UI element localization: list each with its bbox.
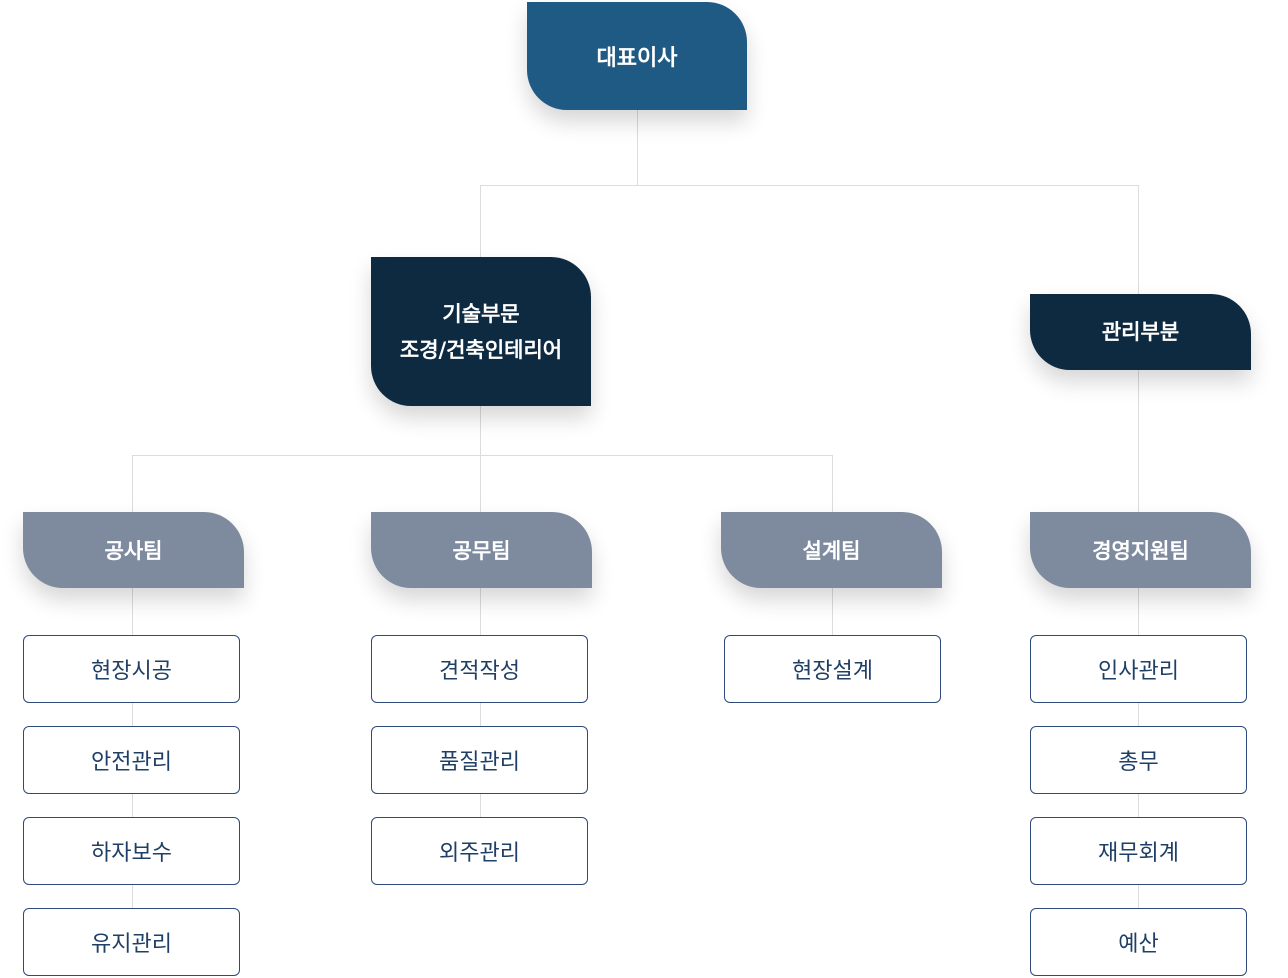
admin-division-label: 관리부분 — [1101, 320, 1180, 344]
task-label: 유지관리 — [91, 932, 172, 957]
ceo-label: 대표이사 — [596, 46, 678, 71]
task-box: 품질관리 — [371, 726, 588, 794]
task-box: 외주관리 — [371, 817, 588, 885]
task-box: 예산 — [1030, 908, 1247, 976]
task-box: 하자보수 — [23, 817, 240, 885]
task-box: 안전관리 — [23, 726, 240, 794]
task-box: 유지관리 — [23, 908, 240, 976]
connector-to-design — [832, 455, 833, 512]
construction-team-node: 공사팀 — [23, 512, 244, 588]
task-label: 하자보수 — [91, 841, 172, 866]
connector-to-affairs — [480, 455, 481, 512]
connector-division-bar — [480, 185, 1139, 186]
task-box: 재무회계 — [1030, 817, 1247, 885]
connector-team-bar — [132, 455, 833, 456]
task-label: 현장시공 — [91, 659, 172, 684]
connector-to-construction — [132, 455, 133, 512]
tech-division-title: 기술부문 — [442, 301, 520, 326]
task-box: 현장시공 — [23, 635, 240, 703]
affairs-team-node: 공무팀 — [371, 512, 592, 588]
affairs-team-label: 공무팀 — [452, 539, 511, 563]
connector-admin-to-support — [1138, 370, 1139, 512]
tech-division-subtitle: 조경/건축인테리어 — [399, 337, 563, 362]
task-label: 예산 — [1118, 932, 1159, 957]
connector-ceo-down — [637, 110, 638, 185]
connector-tech-down — [480, 406, 481, 456]
task-label: 인사관리 — [1098, 659, 1179, 684]
design-team-node: 설계팀 — [721, 512, 942, 588]
tech-division-node: 기술부문 조경/건축인테리어 — [371, 257, 591, 406]
task-label: 재무회계 — [1098, 841, 1179, 866]
connector-to-tech — [480, 185, 481, 257]
task-label: 품질관리 — [439, 750, 520, 775]
task-label: 총무 — [1118, 750, 1159, 775]
admin-division-node: 관리부분 — [1030, 294, 1251, 370]
ceo-node: 대표이사 — [527, 2, 747, 110]
support-team-label: 경영지원팀 — [1092, 539, 1189, 563]
design-team-label: 설계팀 — [802, 539, 861, 563]
task-label: 현장설계 — [792, 659, 873, 684]
task-box: 총무 — [1030, 726, 1247, 794]
task-label: 견적작성 — [439, 659, 520, 684]
connector-design-tasks — [832, 588, 833, 638]
support-team-node: 경영지원팀 — [1030, 512, 1251, 588]
construction-team-label: 공사팀 — [104, 539, 163, 563]
connector-to-admin — [1138, 185, 1139, 294]
connector-affairs-tasks — [480, 588, 481, 828]
task-box: 현장설계 — [724, 635, 941, 703]
task-label: 안전관리 — [91, 750, 172, 775]
task-label: 외주관리 — [439, 841, 520, 866]
task-box: 견적작성 — [371, 635, 588, 703]
task-box: 인사관리 — [1030, 635, 1247, 703]
